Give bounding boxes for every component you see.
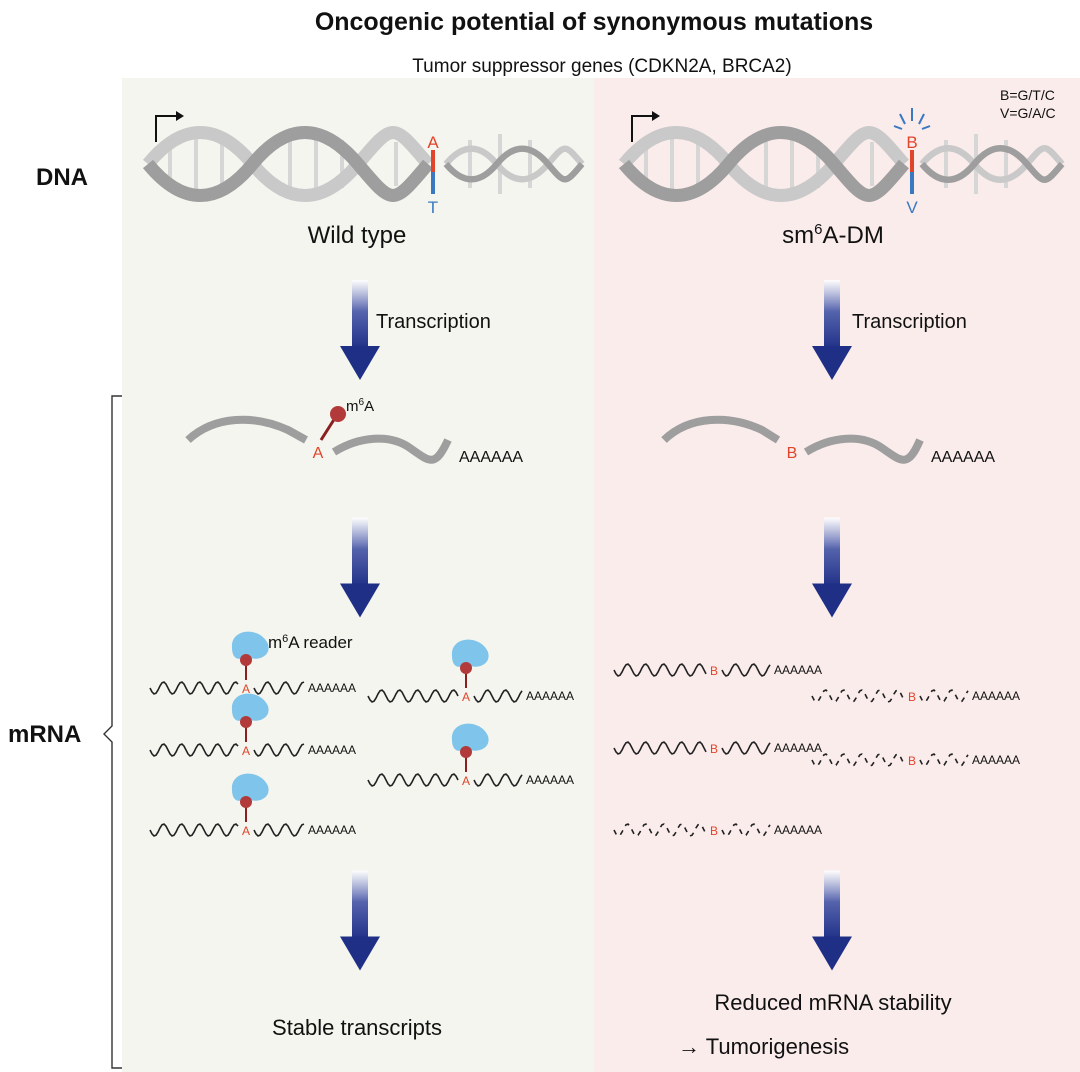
row-label-mrna: mRNA [8, 721, 81, 748]
reader-protein-icon [231, 693, 269, 721]
mrna-strand: B AAAAAA [811, 753, 1020, 768]
right-mrna-single: B AAAAAA [661, 415, 995, 466]
diagram-title: Oncogenic potential of synonymous mutati… [315, 8, 873, 36]
m6a-dot [330, 406, 346, 422]
strand-site: B [710, 742, 718, 756]
reader-protein-icon [231, 631, 269, 659]
row-label-dna: DNA [36, 164, 88, 191]
strand-polyA: AAAAAA [972, 689, 1020, 703]
base-bottom: T [428, 198, 438, 217]
base-top: A [427, 133, 439, 152]
mutation-site: B [787, 445, 798, 462]
mrna-strand: B AAAAAA [613, 823, 822, 838]
legend-b: B=G/T/C [1000, 87, 1055, 103]
outcome-right-line2: → Tumorigenesis [678, 1034, 849, 1059]
strand-polyA: AAAAAA [972, 753, 1020, 767]
mrna-strand: B AAAAAA [811, 689, 1020, 704]
mutant-base-top: B [906, 133, 917, 152]
mutant-base-bottom: V [906, 198, 918, 217]
promoter-arrow-icon [155, 115, 176, 142]
strand-site: B [908, 690, 916, 704]
strand-site: A [462, 774, 470, 788]
legend-v: V=G/A/C [1000, 105, 1056, 121]
promoter-arrowhead-icon [652, 111, 660, 121]
strand-site: A [462, 690, 470, 704]
wild-type-label: Wild type [308, 222, 407, 249]
left-mrna-single: m6A A AAAAAA [185, 397, 523, 466]
reader-protein-icon [451, 639, 489, 667]
right-dna: B V [624, 108, 1062, 217]
right-mrna-strands: B AAAAAA B AAAAAA B AAAAAA B AAAAAA B AAAAAA [613, 663, 1020, 838]
m6a-dot [240, 716, 252, 728]
strand-site: B [710, 664, 718, 678]
sm6a-dm-label: sm6A-DM [782, 221, 884, 249]
strand-polyA: AAAAAA [774, 741, 822, 755]
strand-site: A [242, 824, 250, 838]
mrna-bracket [103, 395, 122, 1069]
strand-site: A [242, 682, 250, 696]
strand-polyA: AAAAAA [774, 663, 822, 677]
strand-site: B [908, 754, 916, 768]
strand-site: A [242, 744, 250, 758]
diagram-subtitle: Tumor suppressor genes (CDKN2A, BRCA2) [412, 56, 791, 77]
polyA-tail: AAAAAA [931, 449, 995, 466]
promoter-arrow-icon [631, 115, 652, 142]
m6a-dot [460, 746, 472, 758]
m6a-site: A [313, 445, 324, 462]
outcome-right-line1: Reduced mRNA stability [714, 990, 951, 1015]
strand-site: B [710, 824, 718, 838]
m6a-dot [240, 654, 252, 666]
strand-polyA: AAAAAA [308, 743, 356, 757]
strand-polyA: AAAAAA [308, 681, 356, 695]
polyA-tail: AAAAAA [459, 449, 523, 466]
outcome-left: Stable transcripts [272, 1015, 442, 1040]
strand-polyA: AAAAAA [526, 689, 574, 703]
reader-label: m6A reader [268, 633, 353, 652]
mutation-spark-icon [893, 108, 931, 130]
transcription-label-right: Transcription [852, 311, 967, 333]
m6a-dot [240, 796, 252, 808]
m6a-dot [460, 662, 472, 674]
strand-polyA: AAAAAA [774, 823, 822, 837]
reader-protein-icon [451, 723, 489, 751]
transcription-label-left: Transcription [376, 311, 491, 333]
m6a-label: m6A [346, 397, 374, 415]
promoter-arrowhead-icon [176, 111, 184, 121]
strand-polyA: AAAAAA [526, 773, 574, 787]
mrna-strand: B AAAAAA [613, 663, 822, 678]
reader-protein-icon [231, 773, 269, 801]
mrna-strand: B AAAAAA [613, 741, 822, 756]
left-dna: A T [148, 111, 582, 217]
strand-polyA: AAAAAA [308, 823, 356, 837]
